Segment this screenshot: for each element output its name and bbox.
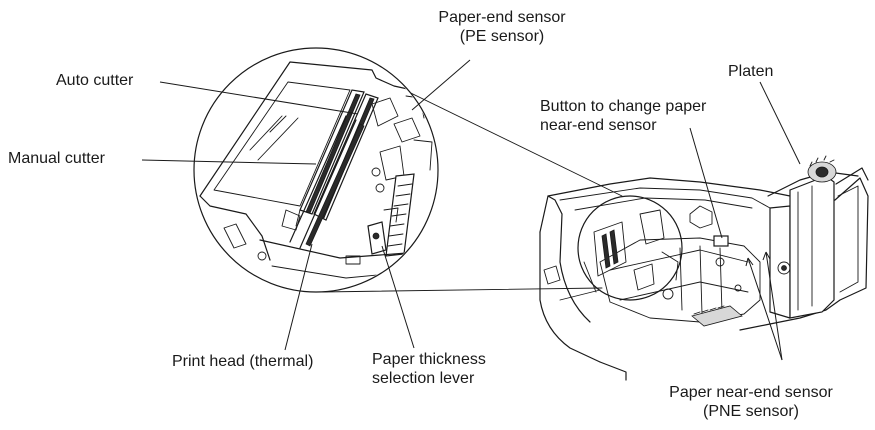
label-paper-thickness-lever: Paper thickness selection lever <box>372 350 486 388</box>
label-paper-end-sensor-line1: Paper-end sensor <box>438 9 566 26</box>
label-paper-near-end-sensor: Paper near-end sensor (PNE sensor) <box>648 383 854 421</box>
label-print-head: Print head (thermal) <box>172 353 314 370</box>
label-auto-cutter: Auto cutter <box>56 72 134 89</box>
label-paper-thickness-lever-line2: selection lever <box>372 370 475 387</box>
detail-source-circle <box>577 195 683 301</box>
leader-print-head <box>284 243 313 351</box>
label-button-change-pne: Button to change paper near-end sensor <box>540 97 706 135</box>
label-paper-near-end-sensor-line2: (PNE sensor) <box>702 403 800 420</box>
label-manual-cutter: Manual cutter <box>8 150 105 167</box>
zoom-line-bottom <box>319 287 603 293</box>
leader-pne-a <box>747 257 783 361</box>
platen-roller <box>767 155 869 319</box>
leader-platen <box>759 81 801 165</box>
label-paper-end-sensor: Paper-end sensor (PE sensor) <box>424 8 580 46</box>
magnified-detail <box>193 47 439 293</box>
label-paper-end-sensor-line2: (PE sensor) <box>459 28 545 45</box>
label-paper-near-end-sensor-line1: Paper near-end sensor <box>669 384 833 401</box>
label-platen: Platen <box>728 63 774 80</box>
leader-pne-b <box>765 251 783 361</box>
leader-manual-cutter <box>141 159 317 165</box>
label-button-change-pne-line2: near-end sensor <box>540 117 657 134</box>
leader-thickness-lever <box>381 245 415 349</box>
leader-pe-sensor <box>411 59 471 111</box>
label-button-change-pne-line1: Button to change paper <box>540 98 707 115</box>
zoom-line-top <box>379 77 623 197</box>
leader-button-pne <box>689 127 723 239</box>
label-paper-thickness-lever-line1: Paper thickness <box>372 351 486 368</box>
leader-auto-cutter <box>159 81 359 115</box>
